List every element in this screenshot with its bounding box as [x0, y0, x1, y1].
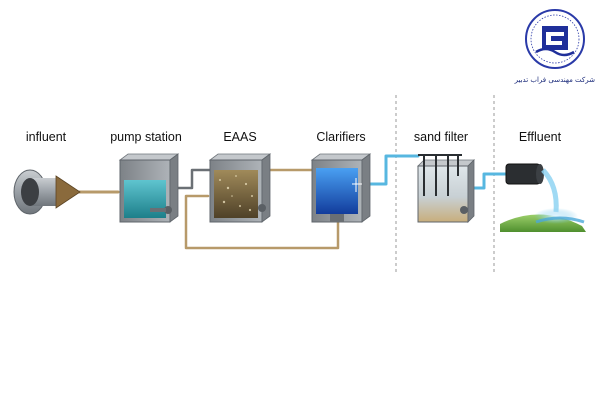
effluent-outlet	[500, 163, 586, 232]
eaas-tank	[208, 153, 272, 223]
pump-station-tank	[118, 153, 180, 223]
label-clarifiers: Clarifiers	[316, 130, 366, 144]
aeration-bubbles	[219, 175, 253, 212]
pipe-return-sludge	[184, 194, 340, 250]
sand-filter-tank	[417, 154, 475, 223]
company-logo-emblem	[525, 9, 585, 69]
company-logo: شرکت مهندسی فراب تدبیر	[515, 8, 595, 84]
pipe-clarifier-filter	[366, 154, 420, 186]
logo-caption: شرکت مهندسی فراب تدبیر	[514, 76, 595, 84]
pipe-filter-effluent	[468, 172, 508, 190]
filter-distributor-pipes	[418, 154, 462, 196]
label-eaas: EAAS	[223, 130, 257, 144]
label-effluent: Effluent	[518, 130, 562, 144]
clarifier-tank	[310, 153, 372, 223]
label-influent: influent	[25, 130, 67, 144]
label-sand-filter: sand filter	[413, 130, 469, 144]
pipe-pump-eaas	[174, 168, 212, 190]
influent-inlet	[13, 169, 81, 215]
label-pump-station: pump station	[110, 130, 182, 144]
